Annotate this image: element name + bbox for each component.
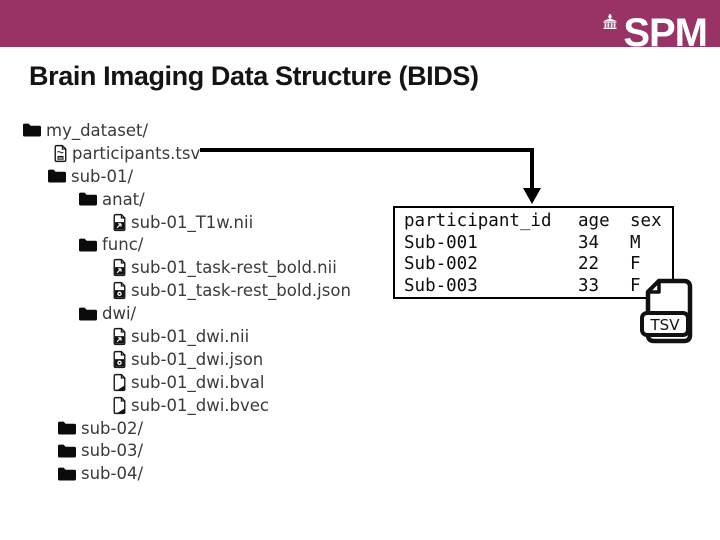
folder-icon [78, 237, 98, 253]
tree-item-label: sub-02/ [81, 418, 144, 438]
folder-icon [22, 122, 42, 138]
tree-item-label: participants.tsv [72, 143, 201, 163]
ucl-portico-icon [602, 14, 618, 33]
tree-item: sub-03/ [0, 439, 400, 462]
tree-item-label: sub-01/ [71, 166, 134, 186]
tree-item-label: sub-01_dwi.json [131, 349, 264, 369]
tree-item-label: sub-04/ [81, 464, 144, 484]
tree-item-label: func/ [102, 235, 144, 255]
plain-file-icon [112, 396, 127, 415]
tsv-file-icon: TSV [638, 277, 698, 351]
folder-icon [57, 466, 77, 482]
nii-file-icon [112, 258, 127, 277]
tree-item: dwi/ [0, 302, 400, 325]
folder-icon [57, 443, 77, 459]
tree-item: sub-01_dwi.json [0, 348, 400, 371]
table-row: Sub-003 33 F [404, 276, 672, 298]
spm-logo-text: SPM [623, 11, 708, 55]
folder-icon [57, 420, 77, 436]
table-cell: F [630, 275, 641, 296]
tree-item: sub-01_task-rest_bold.nii [0, 256, 400, 279]
folder-icon [47, 168, 67, 184]
table-cell: 33 [578, 275, 600, 296]
tree-item: sub-04/ [0, 462, 400, 485]
json-file-icon [112, 350, 127, 369]
table-cell: 34 [578, 232, 600, 253]
page-title: Brain Imaging Data Structure (BIDS) [29, 61, 479, 91]
tree-item-label: sub-01_dwi.nii [131, 326, 250, 346]
tree-item-label: sub-01_task-rest_bold.nii [131, 258, 337, 278]
table-cell: F [630, 254, 641, 275]
tree-item: anat/ [0, 188, 400, 211]
tree-item-label: my_dataset/ [46, 120, 149, 140]
tree-item-label: anat/ [102, 189, 145, 209]
table-cell: 22 [578, 254, 600, 275]
tree-item: sub-01/ [0, 165, 400, 188]
file-tree: my_dataset/participants.tsv sub-01/anat/s… [0, 119, 400, 485]
tsv-file-icon [53, 144, 68, 163]
tree-item-label: sub-01_dwi.bvec [131, 395, 269, 415]
tree-item: sub-01_dwi.nii [0, 325, 400, 348]
tree-item: sub-01_dwi.bvec [0, 394, 400, 417]
tree-item-label: dwi/ [102, 304, 137, 324]
table-column-header: participant_id [404, 211, 552, 231]
tree-item: participants.tsv [0, 142, 400, 165]
table-cell: Sub-003 [404, 275, 478, 296]
table-cell: Sub-002 [404, 254, 478, 275]
tree-item: sub-01_task-rest_bold.json [0, 279, 400, 302]
tree-item: func/ [0, 233, 400, 256]
tree-item: sub-02/ [0, 417, 400, 440]
folder-icon [78, 191, 98, 207]
tree-item-label: sub-01_task-rest_bold.json [131, 281, 351, 301]
tree-item: sub-01_T1w.nii [0, 211, 400, 234]
nii-file-icon [112, 213, 127, 232]
tree-item-label: sub-01_dwi.bval [131, 372, 265, 392]
table-cell: Sub-001 [404, 232, 478, 253]
nii-file-icon [112, 327, 127, 346]
table-cell: M [630, 232, 641, 253]
tree-item: sub-01_dwi.bval [0, 371, 400, 394]
header-bar: SPM [0, 0, 720, 53]
plain-file-icon [112, 373, 127, 392]
tree-item: my_dataset/ [0, 119, 400, 142]
table-row: Sub-001 34 M [404, 233, 672, 255]
table-row: Sub-002 22 F [404, 254, 672, 276]
folder-icon [78, 306, 98, 322]
tsv-badge-label: TSV [650, 316, 681, 334]
tree-item-label: sub-03/ [81, 441, 144, 461]
tree-item-label: sub-01_T1w.nii [131, 212, 254, 232]
json-file-icon [112, 281, 127, 300]
spm-logo: SPM [602, 0, 708, 53]
table-column-header: sex [630, 211, 662, 231]
table-column-header: age [578, 211, 610, 231]
